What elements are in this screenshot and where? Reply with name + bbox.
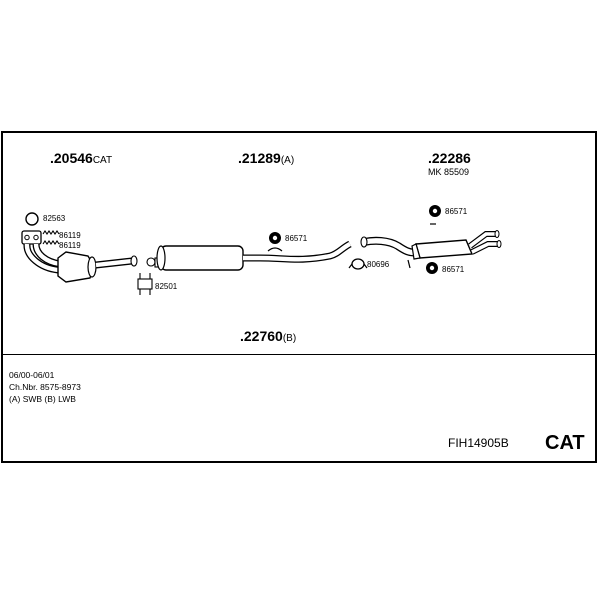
part-group-middle-a: .21289(A) [238,150,294,168]
group-suffix: (B) [282,333,297,344]
diagram-frame [1,131,597,463]
chassis-range: Ch.Nbr. 8575-8973 [9,382,81,392]
group-suffix: (A) [280,155,295,166]
part-label-clamp: 82501 [155,282,178,291]
part-group-rear: .22286 [428,150,471,168]
rubber-hanger-icon [429,205,441,225]
group-number: .21289 [238,150,281,166]
info-divider [3,354,595,355]
rear-silencer [360,230,502,269]
spring-bolt-icon [42,230,60,245]
rubber-hanger-icon [426,262,438,274]
exhaust-flange-icon [21,230,42,245]
part-label-hanger-middle: 86571 [285,234,308,243]
part-label-spring-2: 86119 [59,241,81,250]
group-number: .22286 [428,150,471,166]
rubber-hanger-icon [267,232,283,252]
part-label-hanger-rear-top: 86571 [445,207,468,216]
gasket-ring-icon [25,212,39,226]
part-label-ring: 80696 [367,260,390,269]
part-label-gasket: 82563 [43,214,66,223]
part-group-middle-b: .22760(B) [240,328,296,346]
clamp-icon [137,273,153,295]
date-range: 06/00-06/01 [9,370,55,380]
mounting-kit-label: MK 85509 [428,167,470,177]
middle-silencer [146,240,352,271]
part-label-spring-1: 86119 [59,231,81,240]
part-label-hanger-rear-bottom: 86571 [442,265,465,274]
group-number: .22760 [240,328,283,344]
kit-code: FIH14905B [448,436,509,450]
variant-legend: (A) SWB (B) LWB [9,394,76,404]
part-group-front-cat: .20546CAT [50,150,112,168]
group-number: .20546 [50,150,93,166]
cat-badge: CAT [545,432,585,454]
hanger-ring-icon [348,258,368,270]
front-pipe-catalyst [23,243,138,283]
group-suffix: CAT [92,155,113,166]
